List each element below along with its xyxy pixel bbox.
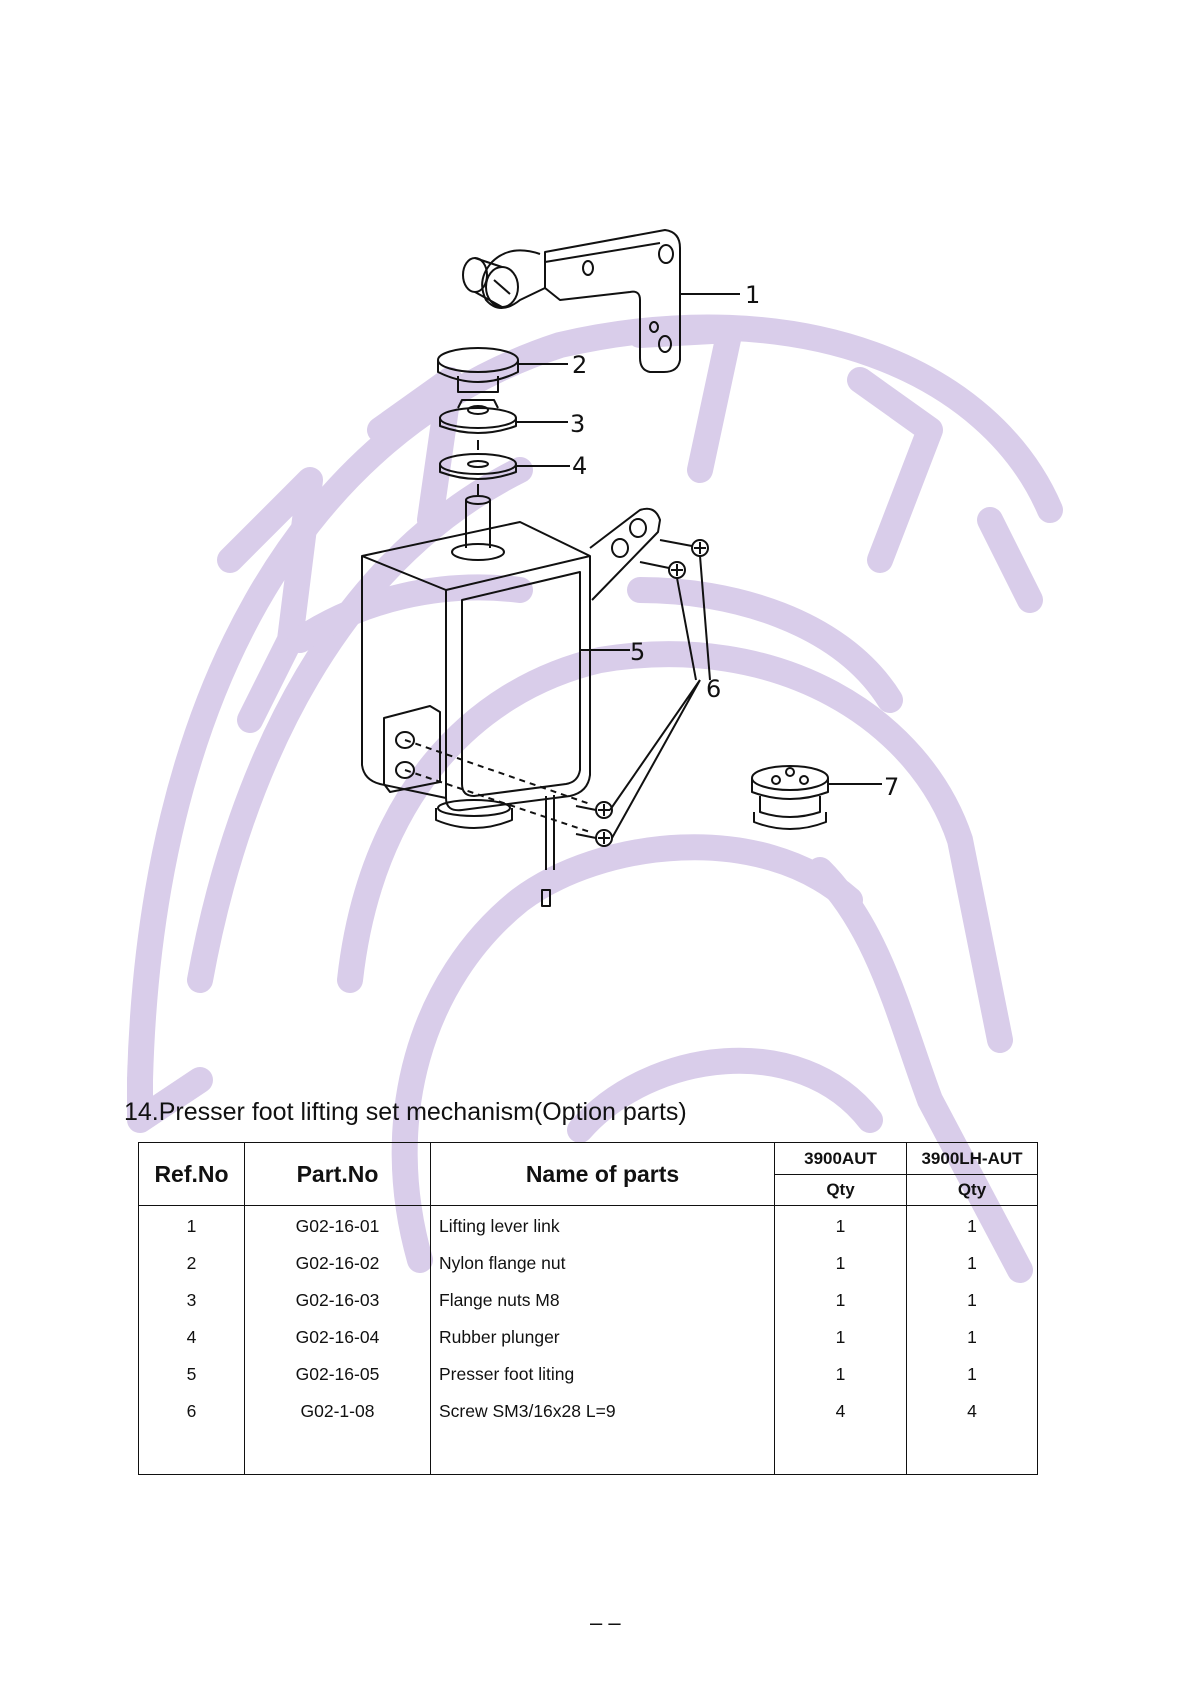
nylon-flange-nut-drawing [437,347,568,393]
qty-a-cell: 4 [774,1393,907,1430]
table-row: 6 G02-1-08 Screw SM3/16x28 L=9 4 4 [138,1393,1038,1430]
qty-a-cell: 1 [774,1205,907,1245]
callout-6: 6 [706,675,721,703]
part-name-cell: Presser foot liting [430,1356,775,1393]
callout-3: 3 [570,410,585,438]
parts-table: Ref.No Part.No Name of parts 3900AUT 390… [138,1142,1038,1475]
ref-cell: 6 [138,1393,245,1430]
ref-cell: 3 [138,1282,245,1319]
header-model-3900lh-aut: 3900LH-AUT [906,1142,1038,1175]
callout-5: 5 [630,638,645,666]
solenoid-drawing [361,495,661,907]
qty-a-cell: 1 [774,1356,907,1393]
table-row: 3 G02-16-03 Flange nuts M8 1 1 [138,1282,1038,1319]
part-name-cell: Flange nuts M8 [430,1282,775,1319]
table-row: 4 G02-16-04 Rubber plunger 1 1 [138,1319,1038,1356]
qty-b-cell: 1 [906,1319,1038,1356]
header-part-no: Part.No [244,1142,431,1206]
ref-cell: 2 [138,1245,245,1282]
header-ref-no: Ref.No [138,1142,245,1206]
qty-b-cell: 1 [906,1356,1038,1393]
callout-4: 4 [572,452,587,480]
part-no-cell: G02-16-04 [244,1319,431,1356]
table-row: 2 G02-16-02 Nylon flange nut 1 1 [138,1245,1038,1282]
table-row: 5 G02-16-05 Presser foot liting 1 1 [138,1356,1038,1393]
ref-cell: 1 [138,1205,245,1245]
header-model-3900aut: 3900AUT [774,1142,907,1175]
qty-a-cell: 1 [774,1245,907,1282]
callout-2: 2 [572,351,587,379]
header-name-of-parts: Name of parts [430,1142,775,1206]
callout-7: 7 [884,773,899,801]
parts-diagram: 1 2 3 4 5 6 7 [361,229,899,907]
part-no-cell: G02-1-08 [244,1393,431,1430]
qty-a-cell: 1 [774,1319,907,1356]
part-no-cell: G02-16-02 [244,1245,431,1282]
part-name-cell: Lifting lever link [430,1205,775,1245]
table-row-empty [138,1430,1038,1475]
header-qty-a: Qty [774,1174,907,1206]
page-number: – – [590,1610,621,1635]
rubber-plunger-drawing [439,453,570,495]
screws-drawing [404,539,711,847]
qty-b-cell: 1 [906,1282,1038,1319]
part-no-cell: G02-16-05 [244,1356,431,1393]
part-name-cell: Rubber plunger [430,1319,775,1356]
qty-b-cell: 1 [906,1245,1038,1282]
part-name-cell: Screw SM3/16x28 L=9 [430,1393,775,1430]
section-title: 14.Presser foot lifting set mechanism(Op… [124,1098,687,1126]
table-row: 1 G02-16-01 Lifting lever link 1 1 [138,1205,1038,1245]
header-qty-b: Qty [906,1174,1038,1206]
callout-1: 1 [745,281,760,309]
qty-a-cell: 1 [774,1282,907,1319]
flange-nut-drawing [439,399,568,450]
part-no-cell: G02-16-01 [244,1205,431,1245]
ref-cell: 5 [138,1356,245,1393]
qty-b-cell: 4 [906,1393,1038,1430]
ref-cell: 4 [138,1319,245,1356]
qty-b-cell: 1 [906,1205,1038,1245]
part-no-cell: G02-16-03 [244,1282,431,1319]
grommet-drawing [751,765,882,830]
lifting-lever-link-drawing [462,229,740,373]
part-name-cell: Nylon flange nut [430,1245,775,1282]
